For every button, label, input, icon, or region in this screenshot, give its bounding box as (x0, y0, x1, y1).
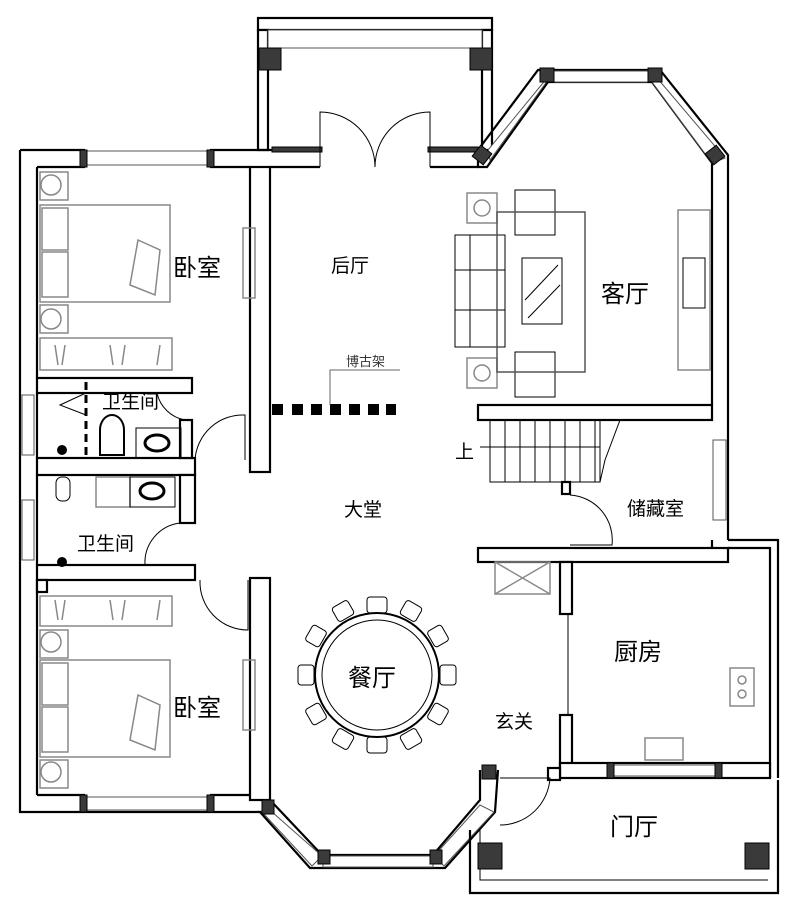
living-room-furniture (454, 189, 711, 398)
dining-table (297, 596, 457, 754)
label-back-hall: 后厅 (331, 255, 369, 277)
label-lobby: 大堂 (344, 499, 382, 521)
front-porch (468, 780, 780, 895)
label-entry-porch: 门厅 (610, 813, 658, 841)
label-bathroom-bottom: 卫生间 (77, 533, 134, 555)
back-porch (256, 16, 494, 152)
label-storage: 储藏室 (627, 498, 684, 520)
label-bathroom-top: 卫生间 (102, 391, 159, 413)
living-room-walls (471, 67, 780, 778)
kitchen-walls (494, 560, 772, 780)
bedroom-top-furniture (39, 171, 256, 371)
display-shelf (272, 369, 400, 415)
dining-bay-walls (257, 764, 562, 870)
label-bedroom-top: 卧室 (173, 254, 221, 282)
label-kitchen: 厨房 (614, 638, 662, 666)
bedroom-bottom-furniture (39, 595, 256, 789)
label-dining: 餐厅 (348, 664, 396, 692)
exterior-walls (18, 111, 479, 814)
label-bedroom-bottom: 卧室 (173, 694, 221, 722)
label-foyer: 玄关 (495, 711, 533, 733)
label-stairs-up: 上 (455, 441, 474, 463)
staircase (480, 419, 621, 546)
label-shelf: 博古架 (346, 355, 385, 370)
bathroom-fixtures (55, 414, 182, 567)
label-living-room: 客厅 (601, 280, 649, 308)
